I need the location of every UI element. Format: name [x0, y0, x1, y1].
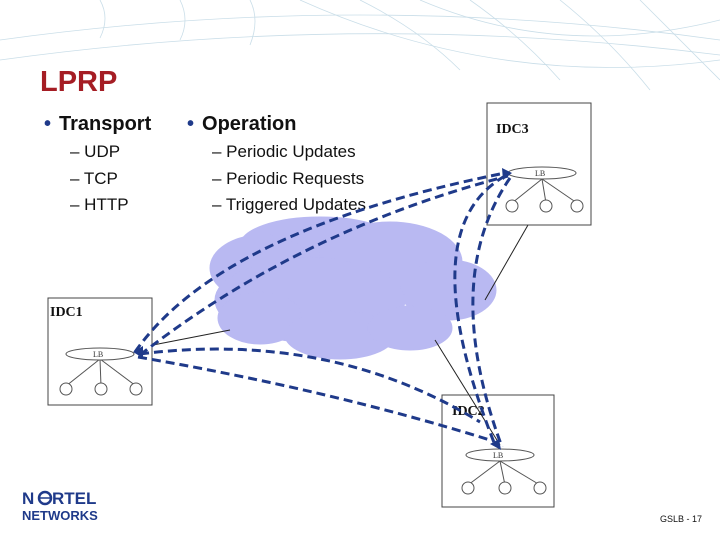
- list-item: – Periodic Updates: [212, 142, 356, 161]
- transport-heading-label: Transport: [59, 113, 152, 135]
- nortel-networks-logo: N RTEL NETWORKS: [22, 489, 98, 523]
- link-idc1-cloud: [152, 329, 231, 346]
- arrow-icon: [133, 346, 143, 358]
- lprp-link-idc1-idc2-b: [137, 355, 491, 442]
- arrow-icon: [490, 439, 501, 450]
- list-item: – UDP: [70, 142, 121, 161]
- lprp-link-idc1-idc3-a: [133, 171, 506, 353]
- transport-list: – UDP – TCP – HTTP: [70, 139, 129, 219]
- list-item: – HTTP: [70, 195, 129, 214]
- idc1-box: [47, 297, 153, 406]
- list-item: – Triggered Updates: [212, 195, 367, 214]
- lprp-link-idc3-idc2-b: [471, 177, 512, 448]
- idc2-lb-tree: [461, 448, 547, 495]
- lprp-link-idc1-idc2-a: [139, 347, 481, 424]
- idc3-lb-label: LB: [535, 169, 545, 178]
- bullet-icon: •: [187, 113, 195, 135]
- idc3-label: IDC3: [496, 122, 529, 137]
- link-idc3-cloud: [484, 224, 529, 301]
- server-icon: [539, 199, 553, 213]
- lprp-link-idc1-idc3-b: [139, 174, 509, 357]
- idc1-lb-label: LB: [93, 350, 103, 359]
- list-item: – TCP: [70, 168, 118, 188]
- transport-heading: • Transport: [44, 113, 151, 136]
- idc2-lb-label: LB: [493, 451, 503, 460]
- bullet-icon: •: [44, 113, 52, 135]
- operation-list: – Periodic Updates – Periodic Requests –…: [212, 139, 366, 219]
- server-icon: [461, 481, 475, 495]
- server-icon: [533, 481, 547, 495]
- arrow-icon: [502, 168, 512, 180]
- idc2-box: [441, 394, 555, 508]
- load-balancer: [65, 347, 135, 361]
- server-icon: [505, 199, 519, 213]
- slide-footer: GSLB - 17: [659, 514, 702, 524]
- server-icon: [570, 199, 584, 213]
- idc1-label: IDC1: [50, 305, 83, 320]
- server-icon: [129, 382, 143, 396]
- idc2-label: IDC2: [452, 404, 485, 419]
- server-icon: [94, 382, 108, 396]
- internet-cloud: [209, 216, 497, 360]
- link-cloud-idc2: [434, 339, 501, 446]
- svg-text:RTEL: RTEL: [52, 489, 96, 508]
- svg-text:NETWORKS: NETWORKS: [22, 508, 98, 523]
- idc3-box: [486, 102, 592, 226]
- server-icon: [59, 382, 73, 396]
- server-icon: [498, 481, 512, 495]
- operation-heading: • Operation: [187, 113, 296, 136]
- svg-text:N: N: [22, 489, 34, 508]
- idc3-lb-tree: [505, 166, 584, 213]
- idc1-lb-tree: [59, 347, 143, 396]
- slide-title: LPRP: [40, 66, 118, 98]
- operation-heading-label: Operation: [202, 113, 297, 135]
- list-item: – Periodic Requests: [212, 168, 365, 188]
